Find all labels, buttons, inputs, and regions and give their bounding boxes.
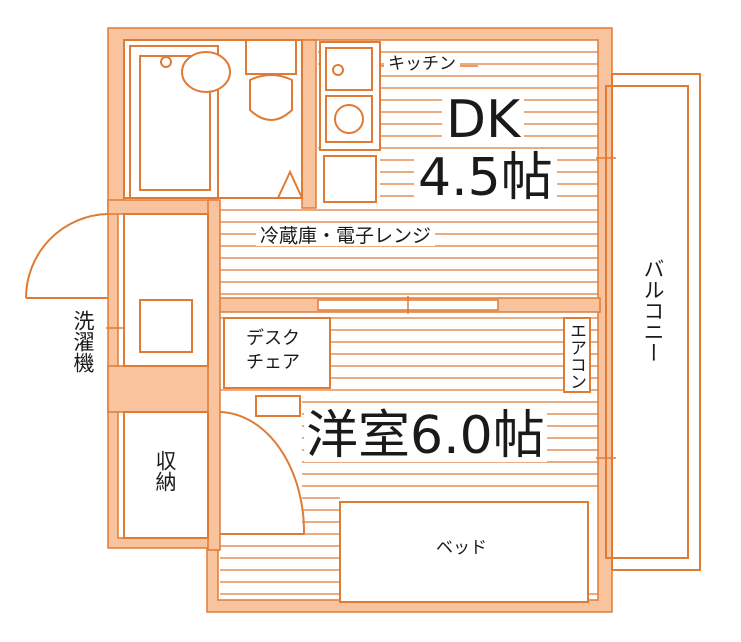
storage-fixture [123,411,209,539]
western-room-label: 洋室6.0帖 [304,406,547,466]
bathroom [123,39,304,199]
fridge-label: 冷蔵庫・電子レンジ [256,227,436,246]
chair-label: チェア [246,352,300,373]
washer-label: 洗濯機 [71,310,95,373]
washer-fixture [123,213,209,367]
window-ticks [596,157,616,459]
bed-label: ベッド [436,538,487,558]
kitchen-fixtures [319,41,381,203]
balcony-label: バルコニー [641,258,665,363]
storage-label: 収納 [153,450,177,492]
room-door [219,411,306,535]
dk-size-label: 4.5帖 [414,152,557,204]
kitchen-label: キッチン [384,56,460,73]
desk-fixture [223,317,331,417]
aircon-label: エアコン [566,322,586,390]
desk-label: デスク [246,328,300,349]
balcony-frame [605,73,701,571]
inner-window [317,296,499,314]
entry-door [25,213,109,299]
bed-fixture [339,501,589,603]
dk-name-label: DK [442,94,525,146]
aircon-fixture [563,317,591,393]
